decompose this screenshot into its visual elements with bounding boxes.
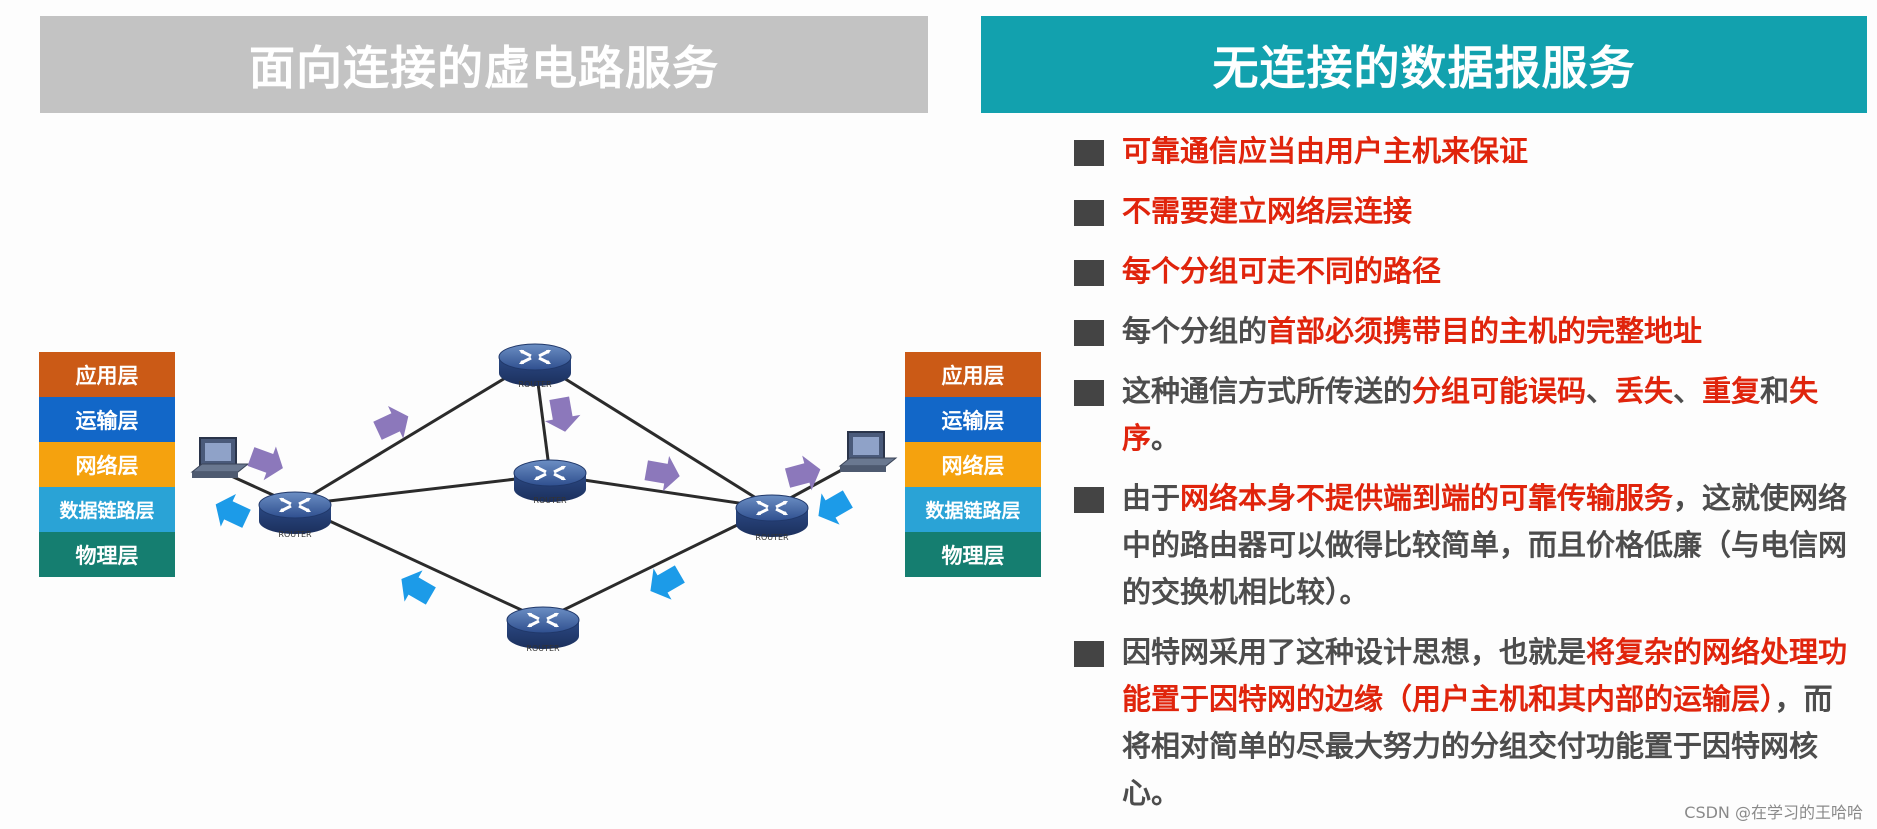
link-r4-r5 — [542, 506, 773, 622]
feature-bullet: 这种通信方式所传送的分组可能误码、丢失、重复和失序。 — [1074, 368, 1854, 462]
packet-purple-icon — [643, 452, 683, 494]
bullet-text: ，而将相对简单的尽最大努力的分组交付功能置于因特网核心。 — [1122, 682, 1833, 810]
feature-bullet: 可靠通信应当由用户主机来保证 — [1074, 128, 1854, 175]
watermark: CSDN @在学习的王哈哈 — [1684, 803, 1863, 822]
packet-blue-icon — [208, 488, 255, 536]
highlighted-text: 首部必须携带目的主机的完整地址 — [1267, 314, 1703, 348]
bullet-square-icon — [1074, 320, 1104, 346]
bullet-square-icon — [1074, 140, 1104, 166]
feature-bullet: 每个分组的首部必须携带目的主机的完整地址 — [1074, 308, 1854, 355]
router-3: ROUTER — [512, 458, 588, 505]
bullet-text: 、 — [1673, 374, 1703, 408]
layer-datalink: 数据链路层 — [905, 487, 1041, 532]
network-diagram: ROUTER ROUTER ROUTER ROUTER ROUTER — [191, 342, 897, 653]
bullet-text: 和 — [1760, 374, 1790, 408]
bullet-square-icon — [1074, 380, 1104, 406]
highlighted-text: 重复 — [1702, 374, 1761, 408]
host-b-icon — [839, 431, 897, 473]
feature-bullet: 每个分组可走不同的路径 — [1074, 248, 1854, 295]
packet-purple-icon — [541, 395, 583, 435]
virtual-circuit-title: 面向连接的虚电路服务 — [40, 16, 928, 113]
svg-text:ROUTER: ROUTER — [533, 496, 567, 505]
link-r1-r2 — [294, 358, 536, 507]
svg-text:ROUTER: ROUTER — [518, 380, 552, 389]
feature-bullet: 因特网采用了这种设计思想，也就是将复杂的网络处理功能置于因特网的边缘（用户主机和… — [1074, 629, 1854, 817]
link-r1-r4 — [294, 503, 544, 622]
link-r1-r3 — [294, 473, 551, 507]
highlighted-text: 将复杂的网络处理功能置于因特网的边缘（用户主机和其内部的运输层） — [1122, 635, 1848, 716]
feature-bullet: 由于网络本身不提供端到端的可靠传输服务，这就使网络中的路由器可以做得比较简单，而… — [1074, 475, 1854, 616]
layer-physical: 物理层 — [905, 532, 1041, 577]
host-a-icon — [191, 437, 249, 479]
highlighted-text: 可靠通信应当由用户主机来保证 — [1122, 134, 1529, 168]
router-4: ROUTER — [505, 605, 581, 653]
svg-text:ROUTER: ROUTER — [526, 644, 560, 653]
bullet-text: 这种通信方式所传送的 — [1122, 374, 1413, 408]
left-protocol-stack: 应用层 运输层 网络层 数据链路层 物理层 — [39, 352, 175, 577]
packet-purple-icon — [244, 439, 290, 486]
bullet-text: 、 — [1586, 374, 1616, 408]
layer-physical: 物理层 — [39, 532, 175, 577]
router-2: ROUTER — [497, 342, 573, 389]
layer-datalink: 数据链路层 — [39, 487, 175, 532]
bullet-text: 每个分组的 — [1122, 314, 1268, 348]
layer-application: 应用层 — [39, 352, 175, 397]
highlighted-text: 丢失 — [1615, 374, 1674, 408]
packet-purple-icon — [369, 400, 416, 448]
highlighted-text: 网络本身不提供端到端的可靠传输服务 — [1180, 481, 1674, 515]
packet-blue-icon — [641, 558, 689, 607]
highlighted-text: 分组可能误码 — [1412, 374, 1587, 408]
datagram-title: 无连接的数据报服务 — [981, 16, 1867, 113]
layer-application: 应用层 — [905, 352, 1041, 397]
bullet-square-icon — [1074, 260, 1104, 286]
right-protocol-stack: 应用层 运输层 网络层 数据链路层 物理层 — [905, 352, 1041, 577]
layer-transport: 运输层 — [905, 397, 1041, 442]
highlighted-text: 失序 — [1122, 374, 1819, 455]
link-r3-r5 — [549, 473, 773, 510]
bullet-square-icon — [1074, 200, 1104, 226]
bullet-text: 因特网采用了这种设计思想，也就是 — [1122, 635, 1587, 669]
network-links — [217, 358, 861, 622]
datagram-features-list: 可靠通信应当由用户主机来保证不需要建立网络层连接每个分组可走不同的路径每个分组的… — [1074, 128, 1854, 829]
layer-network: 网络层 — [39, 442, 175, 487]
highlighted-text: 每个分组可走不同的路径 — [1122, 254, 1442, 288]
layer-transport: 运输层 — [39, 397, 175, 442]
svg-text:ROUTER: ROUTER — [278, 530, 312, 539]
svg-text:ROUTER: ROUTER — [755, 533, 789, 542]
bullet-square-icon — [1074, 487, 1104, 513]
router-1: ROUTER — [257, 490, 333, 539]
bullet-square-icon — [1074, 641, 1104, 667]
feature-bullet: 不需要建立网络层连接 — [1074, 188, 1854, 235]
layer-network: 网络层 — [905, 442, 1041, 487]
bullet-text: 。 — [1151, 421, 1181, 455]
bullet-text: ，这就使网络中的路由器可以做得比较简单，而且价格低廉（与电信网的交换机相比较）。 — [1122, 481, 1848, 609]
link-r2-r5 — [534, 358, 773, 510]
router-5: ROUTER — [734, 493, 810, 542]
packet-blue-icon — [809, 483, 857, 532]
packet-blue-icon — [392, 563, 440, 612]
bullet-text: 由于 — [1122, 481, 1181, 515]
highlighted-text: 不需要建立网络层连接 — [1122, 194, 1413, 228]
